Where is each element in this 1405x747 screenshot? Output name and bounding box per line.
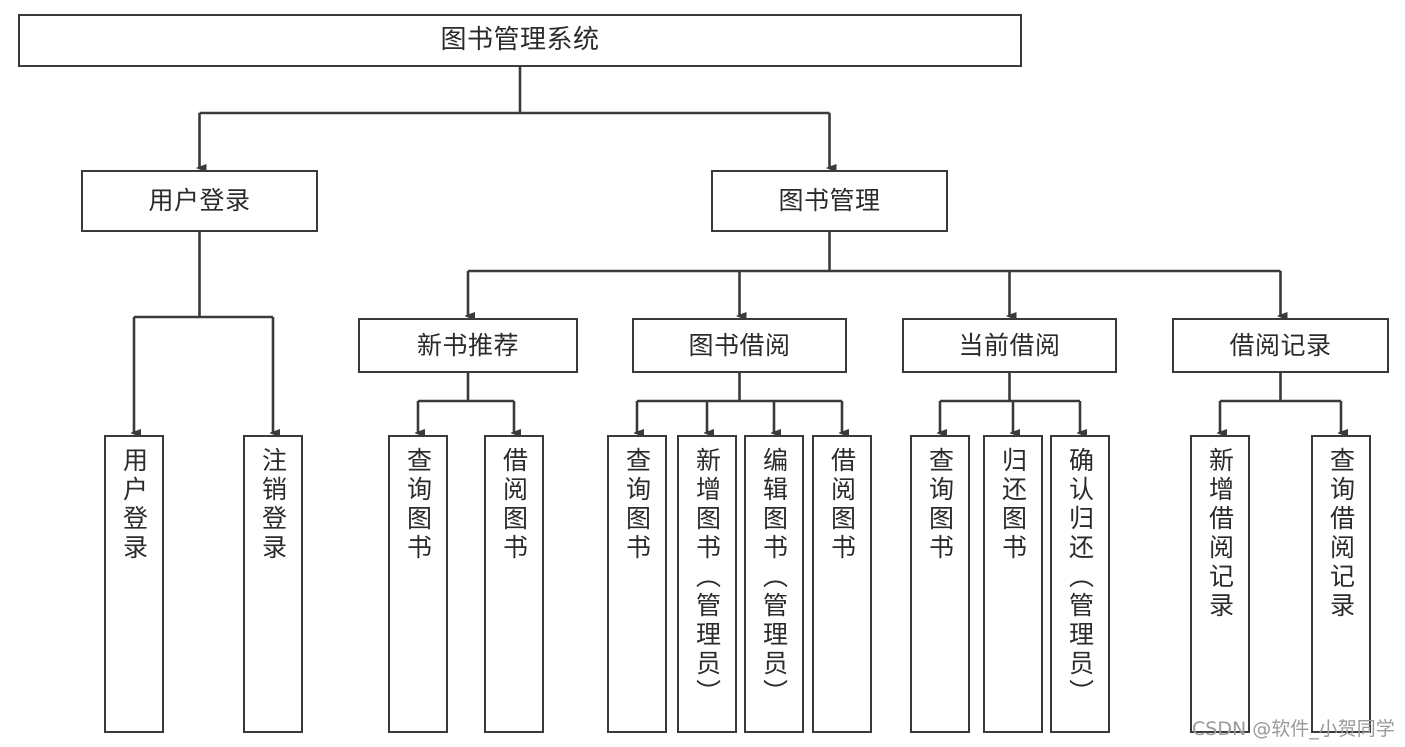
- node-leaf-query-book-2[interactable]: 查询图书: [607, 435, 667, 733]
- node-leaf-logout-login-label: 注销登录: [258, 447, 288, 563]
- node-new-book-recommend-label: 新书推荐: [416, 330, 519, 360]
- node-current-borrow[interactable]: 当前借阅: [902, 318, 1117, 373]
- node-leaf-borrow-book-2-label: 借阅图书: [827, 447, 857, 563]
- node-leaf-add-borrow-record-label: 新增借阅记录: [1205, 447, 1235, 621]
- node-borrow-record-label: 借阅记录: [1229, 330, 1332, 360]
- node-leaf-user-login[interactable]: 用户登录: [104, 435, 164, 733]
- node-book-manage-label: 图书管理: [778, 186, 881, 216]
- node-leaf-edit-book-admin[interactable]: 编辑图书（管理员）: [744, 435, 804, 733]
- node-leaf-borrow-book-1-label: 借阅图书: [499, 447, 529, 563]
- node-book-borrow[interactable]: 图书借阅: [632, 318, 847, 373]
- node-leaf-add-book-admin[interactable]: 新增图书（管理员）: [677, 435, 737, 733]
- node-root-label: 图书管理系统: [440, 25, 600, 56]
- node-leaf-borrow-book-1[interactable]: 借阅图书: [484, 435, 544, 733]
- csdn-watermark: CSDN @软件_小贺同学: [1192, 718, 1395, 740]
- node-book-manage[interactable]: 图书管理: [711, 170, 948, 232]
- node-leaf-borrow-book-2[interactable]: 借阅图书: [812, 435, 872, 733]
- node-book-borrow-label: 图书借阅: [688, 330, 791, 360]
- node-leaf-return-book-label: 归还图书: [998, 447, 1028, 563]
- node-root[interactable]: 图书管理系统: [18, 14, 1022, 67]
- node-leaf-query-book-3-label: 查询图书: [925, 447, 955, 563]
- node-borrow-record[interactable]: 借阅记录: [1172, 318, 1389, 373]
- node-leaf-user-login-label: 用户登录: [119, 447, 149, 563]
- node-leaf-query-book-2-label: 查询图书: [622, 447, 652, 563]
- node-leaf-confirm-return-admin[interactable]: 确认归还（管理员）: [1050, 435, 1110, 733]
- node-leaf-return-book[interactable]: 归还图书: [983, 435, 1043, 733]
- node-new-book-recommend[interactable]: 新书推荐: [358, 318, 578, 373]
- node-leaf-query-book-1[interactable]: 查询图书: [388, 435, 448, 733]
- node-leaf-query-borrow-record[interactable]: 查询借阅记录: [1311, 435, 1371, 733]
- node-leaf-add-borrow-record[interactable]: 新增借阅记录: [1190, 435, 1250, 733]
- node-leaf-edit-book-admin-label: 编辑图书（管理员）: [759, 447, 789, 708]
- node-leaf-query-book-1-label: 查询图书: [403, 447, 433, 563]
- node-leaf-query-borrow-record-label: 查询借阅记录: [1326, 447, 1356, 621]
- node-leaf-add-book-admin-label: 新增图书（管理员）: [692, 447, 722, 708]
- node-user-login-label: 用户登录: [148, 186, 251, 216]
- node-leaf-query-book-3[interactable]: 查询图书: [910, 435, 970, 733]
- node-user-login[interactable]: 用户登录: [81, 170, 318, 232]
- node-current-borrow-label: 当前借阅: [958, 330, 1061, 360]
- node-leaf-confirm-return-admin-label: 确认归还（管理员）: [1065, 447, 1095, 708]
- node-leaf-logout-login[interactable]: 注销登录: [243, 435, 303, 733]
